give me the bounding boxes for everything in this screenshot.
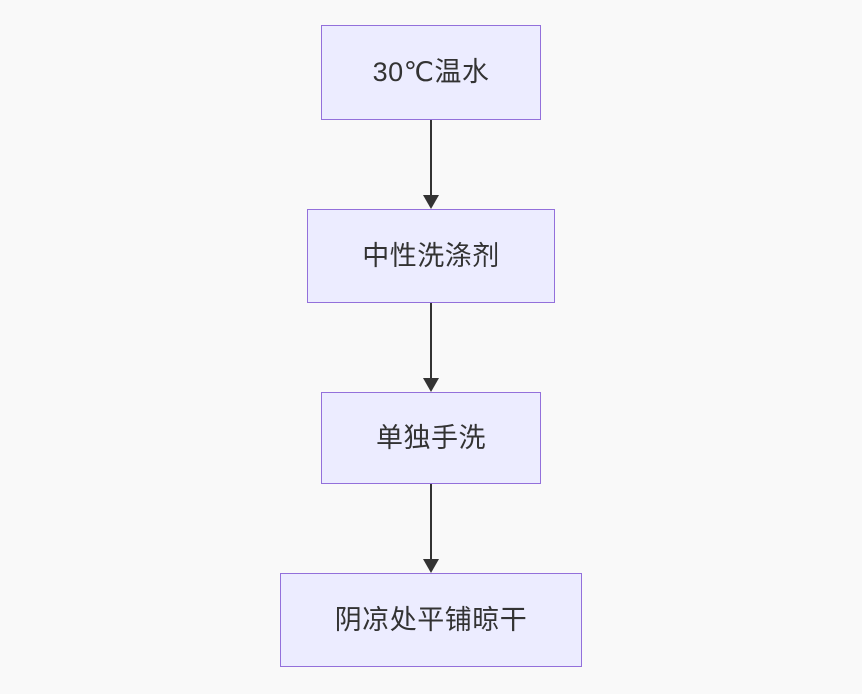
arrow-line [430, 484, 432, 559]
arrow-line [430, 303, 432, 378]
edge-b-c [423, 303, 439, 392]
flow-node-hand-wash: 单独手洗 [321, 392, 541, 484]
node-label: 单独手洗 [376, 422, 486, 453]
node-label: 阴凉处平铺晾干 [334, 604, 528, 635]
arrow-head-icon [423, 378, 439, 392]
edge-a-b [423, 120, 439, 209]
arrow-head-icon [423, 559, 439, 573]
node-label: 30℃温水 [372, 57, 490, 88]
arrow-line [430, 120, 432, 195]
flow-node-neutral-detergent: 中性洗涤剂 [307, 209, 555, 303]
edge-c-d [423, 484, 439, 573]
arrow-head-icon [423, 195, 439, 209]
flow-node-dry-flat: 阴凉处平铺晾干 [280, 573, 582, 667]
node-label: 中性洗涤剂 [362, 240, 500, 271]
flow-node-warm-water: 30℃温水 [321, 25, 541, 120]
